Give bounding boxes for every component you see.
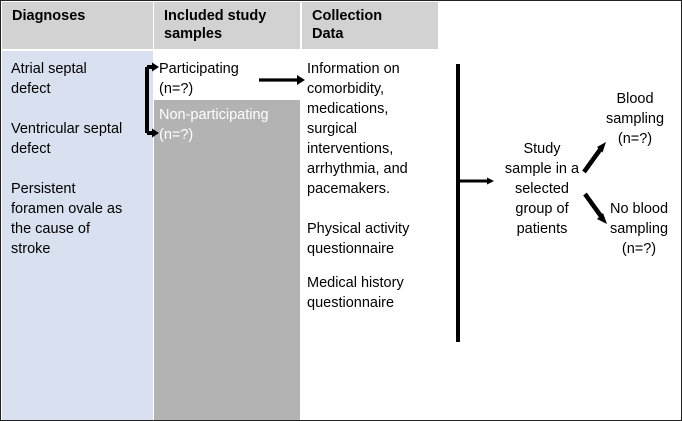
column-header-included-study-samples: Included study samples	[154, 2, 300, 49]
no-blood-sampling-label: No blood sampling (n=?)	[609, 201, 669, 257]
non-participating-label: Non-participating (n=?)	[159, 107, 269, 143]
participating-label: Participating (n=?)	[159, 61, 239, 97]
column-header-diagnoses-label: Diagnoses	[12, 8, 86, 24]
column-header-included-study-samples-label: Included study samples	[164, 8, 267, 42]
non-participating-column-background	[154, 100, 300, 420]
collection-data-block-medical-history: Medical history questionnaire	[307, 275, 404, 311]
column-header-collection-data: Collection Data	[302, 2, 438, 49]
study-sample-label: Study sample in a selected group of pati…	[504, 141, 580, 237]
collection-data-block-physical-activity: Physical activity questionnaire	[307, 221, 410, 257]
diagnosis-item-ventricular-septal-defect: Ventricular septal defect	[11, 121, 123, 157]
study-branch-vertical-rule	[456, 64, 494, 342]
collection-data-block-information: Information on comorbidity, medications,…	[307, 61, 408, 197]
column-header-collection-data-label: Collection Data	[312, 8, 383, 42]
blood-sampling-label: Blood sampling (n=?)	[605, 91, 665, 147]
diagnosis-item-atrial-septal-defect: Atrial septal defect	[11, 61, 87, 97]
diagnosis-item-persistent-foramen-ovale: Persistent foramen ovale as the cause of…	[11, 181, 123, 257]
column-header-diagnoses: Diagnoses	[2, 2, 153, 49]
diagnoses-column-background	[2, 51, 153, 420]
